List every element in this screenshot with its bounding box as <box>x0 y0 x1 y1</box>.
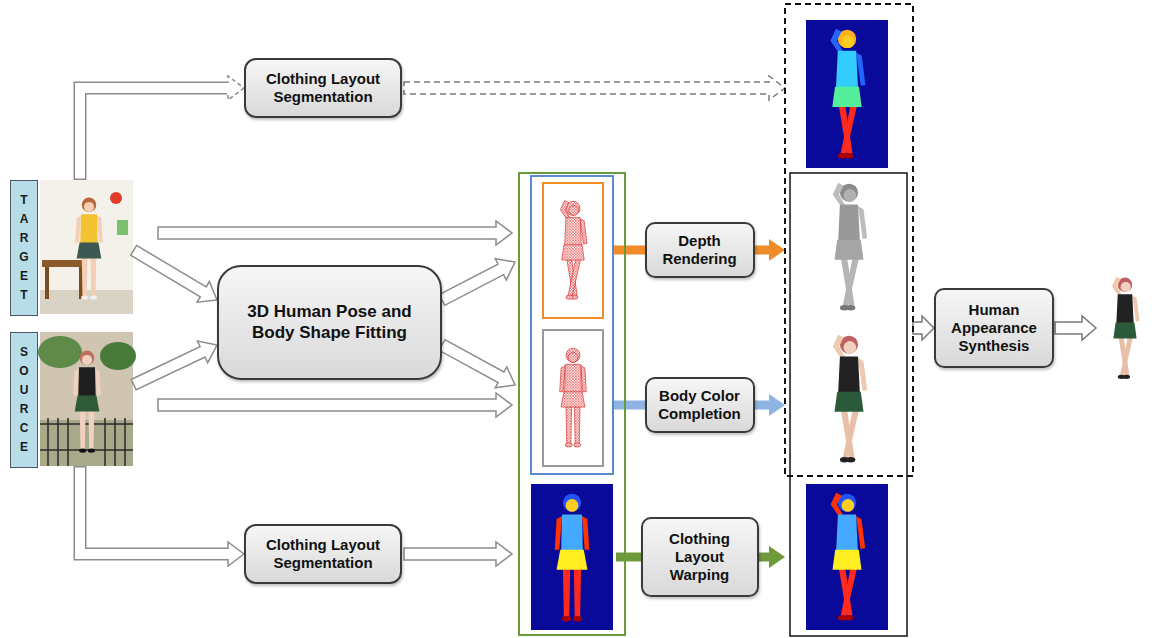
arrow-head <box>769 239 785 261</box>
vertical-label: TARGET <box>10 180 38 316</box>
source-layout <box>555 494 589 622</box>
box-label: Depth Rendering <box>655 232 745 268</box>
process-box: Clothing Layout Segmentation <box>244 58 402 118</box>
box-label: Clothing Layout Segmentation <box>254 536 392 572</box>
hollow-arrow <box>139 253 217 302</box>
image-label: TARGET <box>10 180 133 314</box>
dashed-frame <box>785 4 913 476</box>
hollow-arrow <box>80 473 244 567</box>
arrow-head <box>228 542 244 566</box>
hollow-arrow <box>139 341 217 382</box>
photo-ornament <box>110 192 122 204</box>
mesh-frame <box>531 176 613 474</box>
box-label: Clothing Layout Segmentation <box>254 70 392 106</box>
hollow-arrow <box>404 542 512 566</box>
input-frame <box>790 173 907 636</box>
target-layout-image <box>806 20 888 168</box>
photo-ground <box>40 420 133 466</box>
arrow-outline <box>80 88 222 174</box>
arrow-outline <box>80 473 222 555</box>
arrow-body <box>139 253 201 290</box>
image-label: SOURCE <box>10 332 133 466</box>
hollow-arrow <box>439 340 515 388</box>
box-label: Clothing Layout Warping <box>651 530 749 584</box>
arrow-head <box>769 394 785 416</box>
hollow-arrow <box>913 316 934 340</box>
vertical-label: SOURCE <box>10 332 38 468</box>
arrow-body <box>139 353 200 382</box>
dashed-hollow-arrow <box>404 76 785 100</box>
target-mesh-frame <box>543 183 603 318</box>
photo-bench <box>42 260 86 267</box>
process-box: Human Appearance Synthesis <box>934 288 1054 368</box>
hollow-arrow <box>158 221 512 245</box>
arrow-head <box>769 546 785 568</box>
process-box: Depth Rendering <box>645 222 755 278</box>
target-layout <box>830 29 865 159</box>
hollow-arrow <box>158 393 512 417</box>
arrow-body <box>80 473 225 555</box>
source-person <box>73 351 101 453</box>
hollow-arrow <box>1055 316 1096 340</box>
process-box: Body Color Completion <box>645 377 755 433</box>
warped-layout <box>831 493 865 621</box>
group-frame <box>519 173 625 635</box>
bench-leg <box>45 267 49 299</box>
photo-poster <box>117 220 128 235</box>
box-label: Human Appearance Synthesis <box>944 301 1044 355</box>
arrow-body <box>80 88 225 174</box>
target-mesh <box>560 201 587 300</box>
result-image <box>1112 277 1140 379</box>
source-mesh <box>560 348 587 447</box>
warped-layout-image <box>806 484 888 630</box>
photo-fence <box>40 418 133 466</box>
source-layout-image <box>531 484 613 630</box>
photo-tree <box>38 336 82 368</box>
source-mesh-frame <box>543 330 603 466</box>
target-photo <box>40 180 133 314</box>
photo-tree <box>100 342 136 370</box>
depth-image <box>833 183 867 311</box>
target-person <box>75 198 103 300</box>
process-box: Clothing Layout Warping <box>641 517 759 597</box>
process-box: 3D Human Pose and Body Shape Fitting <box>217 265 442 380</box>
box-label: 3D Human Pose and Body Shape Fitting <box>227 302 432 343</box>
body-color-image <box>833 335 867 463</box>
arrow-head <box>228 76 244 100</box>
hollow-arrow <box>439 259 515 306</box>
box-label: Body Color Completion <box>655 387 745 423</box>
process-box: Clothing Layout Segmentation <box>244 524 402 584</box>
hollow-arrow <box>80 76 244 174</box>
